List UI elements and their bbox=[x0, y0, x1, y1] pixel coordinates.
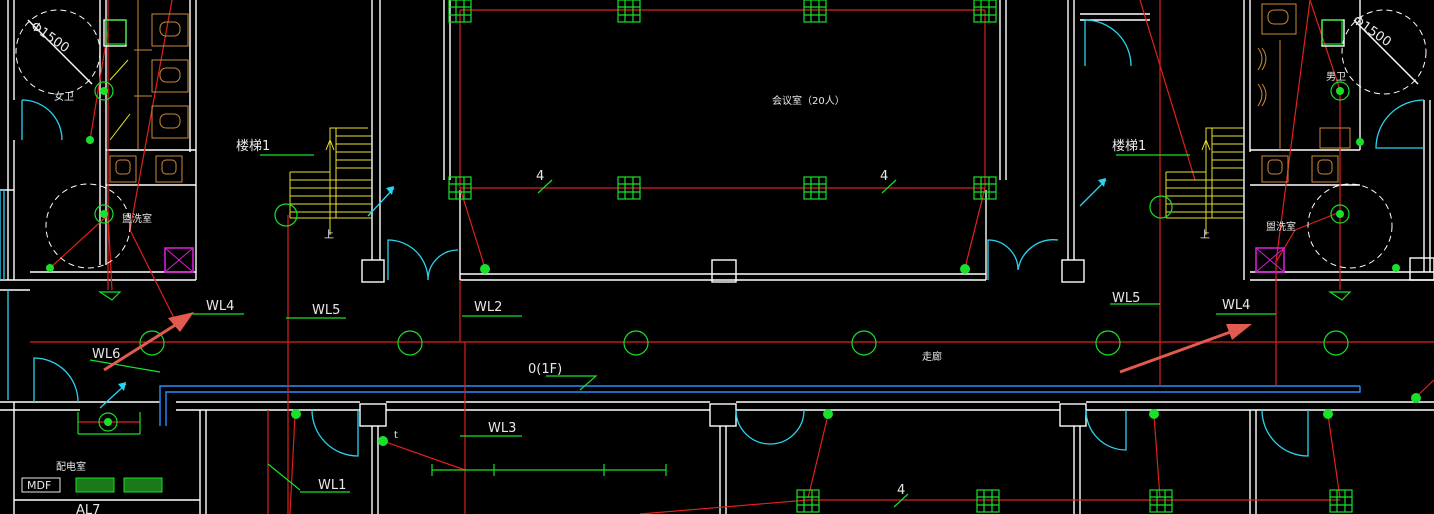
ceiling-light-icon bbox=[623, 330, 649, 356]
ceiling-light-icon bbox=[851, 330, 877, 356]
panel-label: MDF bbox=[27, 479, 51, 492]
grille-light-icon bbox=[976, 489, 1000, 513]
grid-lights bbox=[448, 0, 1353, 513]
room-corridor: 走廊 bbox=[922, 350, 942, 363]
cable-tray bbox=[159, 385, 1361, 426]
small-mark: t bbox=[394, 430, 398, 441]
left-toilet-fixtures bbox=[103, 0, 189, 183]
circuit-wl4-right: WL4 bbox=[1222, 298, 1250, 313]
dim-left-circle: Φ1500 bbox=[28, 19, 72, 56]
distribution-panels bbox=[21, 247, 1285, 493]
labels: Φ1500 Φ1500 女卫 盥洗室 楼梯1 会议室（20人） 走廊 楼梯1 男… bbox=[27, 13, 1394, 514]
grille-light-icon bbox=[803, 0, 827, 23]
bus-label: 0(1F) bbox=[528, 362, 562, 377]
label-right-stair: 楼梯1 bbox=[1112, 139, 1146, 154]
corridor-lights bbox=[139, 195, 1349, 356]
up-left: 上 bbox=[324, 229, 334, 241]
circuit-wl1: WL1 bbox=[318, 478, 346, 493]
ceiling-light-icon bbox=[1095, 330, 1121, 356]
panel-code: AL7 bbox=[76, 503, 100, 514]
room-left-washroom: 盥洗室 bbox=[122, 212, 152, 225]
direction-arrows bbox=[99, 178, 1107, 409]
arrow-icon bbox=[386, 186, 394, 195]
room-left-restroom: 女卫 bbox=[54, 90, 74, 103]
stair-right bbox=[1165, 127, 1244, 235]
turning-circles bbox=[15, 9, 1427, 269]
circuit-wl5-left: WL5 bbox=[312, 303, 340, 318]
ceiling-light-icon bbox=[1323, 330, 1349, 356]
count-1: 4 bbox=[536, 169, 544, 184]
marks bbox=[89, 154, 1276, 508]
arrow-icon bbox=[1226, 324, 1252, 340]
arrow-icon bbox=[118, 382, 126, 391]
grille-light-icon bbox=[617, 176, 641, 200]
stair-left bbox=[289, 127, 372, 235]
callout-arrows bbox=[103, 312, 1252, 374]
arrow-icon bbox=[168, 312, 194, 332]
grille-light-icon bbox=[617, 0, 641, 23]
count-3: 4 bbox=[897, 483, 905, 498]
ceiling-light-icon bbox=[139, 330, 165, 356]
room-power: 配电室 bbox=[56, 460, 86, 473]
grille-light-icon bbox=[1149, 489, 1173, 513]
grille-light-icon bbox=[973, 176, 997, 200]
room-meeting: 会议室（20人） bbox=[772, 94, 845, 107]
grille-light-icon bbox=[973, 0, 997, 23]
circuit-wl3: WL3 bbox=[488, 421, 516, 436]
dim-right-circle: Φ1500 bbox=[1350, 13, 1394, 50]
grille-light-icon bbox=[1329, 489, 1353, 513]
circuit-wl5-right: WL5 bbox=[1112, 291, 1140, 306]
right-toilet-fixtures bbox=[1257, 3, 1351, 183]
count-2: 4 bbox=[880, 169, 888, 184]
fan-fixtures bbox=[77, 19, 1352, 435]
cabinet-icon bbox=[123, 477, 163, 493]
label-left-stair: 楼梯1 bbox=[236, 139, 270, 154]
up-right: 上 bbox=[1200, 229, 1210, 241]
panel-box-icon bbox=[164, 247, 194, 273]
circuit-wl2: WL2 bbox=[474, 300, 502, 315]
circuit-wl6: WL6 bbox=[92, 347, 120, 362]
grille-light-icon bbox=[448, 176, 472, 200]
grille-light-icon bbox=[796, 489, 820, 513]
doors bbox=[0, 19, 1425, 457]
wall-lights bbox=[46, 136, 1421, 446]
room-right-washroom: 盥洗室 bbox=[1266, 220, 1296, 233]
room-right-restroom: 男卫 bbox=[1326, 71, 1346, 83]
cabinet-icon bbox=[75, 477, 115, 493]
panel-box-icon bbox=[1255, 247, 1285, 273]
ceiling-light-icon bbox=[274, 203, 298, 227]
circuit-wl4-left: WL4 bbox=[206, 299, 234, 314]
arrow-icon bbox=[1098, 178, 1106, 187]
ceiling-light-icon bbox=[1149, 195, 1173, 219]
grille-light-icon bbox=[803, 176, 827, 200]
grille-light-icon bbox=[448, 0, 472, 23]
ceiling-light-icon bbox=[397, 330, 423, 356]
wiring bbox=[30, 0, 1434, 514]
